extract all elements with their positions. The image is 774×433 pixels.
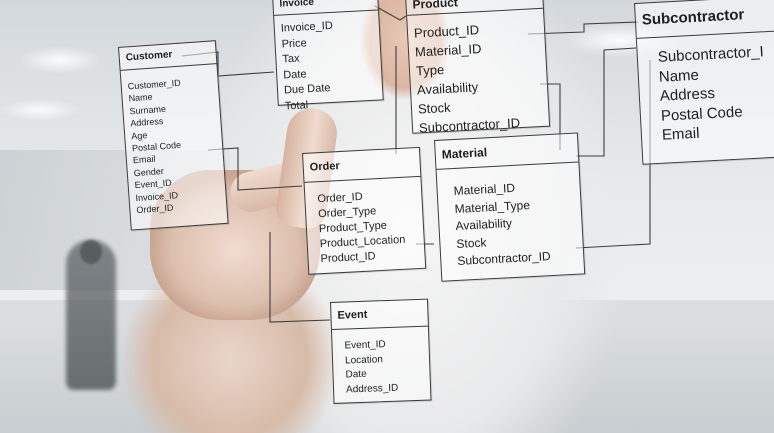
blurred-person-head <box>80 240 102 264</box>
neck <box>360 0 450 110</box>
blurred-person-body <box>66 240 116 390</box>
